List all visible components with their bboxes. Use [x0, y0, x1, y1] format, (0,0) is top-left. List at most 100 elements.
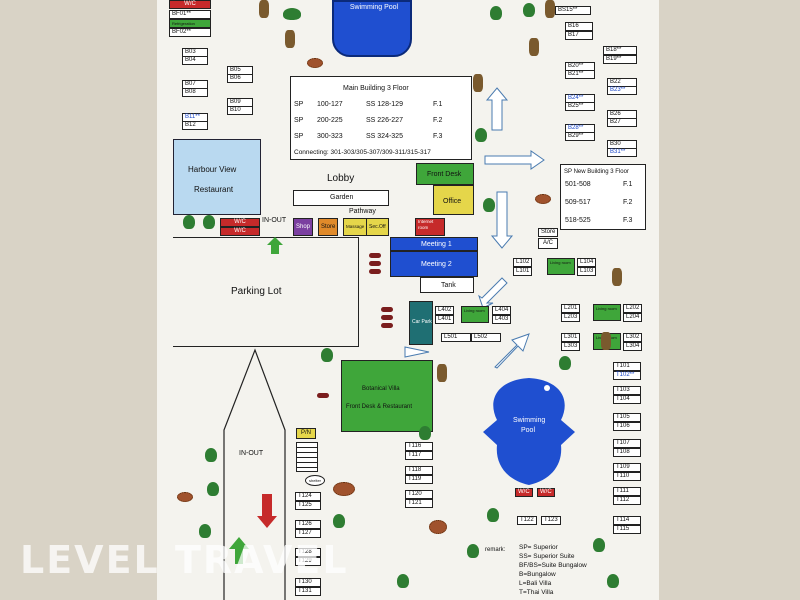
shop: Shop	[293, 218, 314, 236]
villa-T119: T119	[405, 475, 433, 484]
bf-wc: W/C	[169, 0, 211, 9]
villa-L202: L202	[623, 304, 643, 313]
living-room-2: Living room	[593, 304, 621, 321]
new-building-title: SP New Building 3 Floor	[564, 169, 629, 175]
villa-T111: T111	[613, 487, 641, 496]
villa-L104: L104	[577, 258, 597, 267]
bungalow-B08: B08	[182, 88, 208, 97]
bush-icon	[333, 482, 355, 496]
villa-L402: L402	[435, 306, 455, 315]
tree-icon	[607, 574, 619, 588]
tree-icon	[473, 74, 483, 92]
mb-row1-range: 100-127	[317, 101, 343, 108]
villa-T121: T121	[405, 499, 433, 508]
mb-row3-floor: F.3	[433, 133, 443, 140]
wc-bottom-2: W/C	[537, 488, 555, 497]
fish-pool-line1: Swimming	[513, 417, 546, 424]
villa-L404: L404	[492, 306, 512, 315]
villa-L304: L304	[623, 342, 643, 351]
villa-T110: T110	[613, 472, 641, 481]
tree-icon	[529, 38, 539, 56]
nb-row3-floor: F.3	[623, 217, 633, 224]
mb-row1-floor: F.1	[433, 101, 443, 108]
level-travel-watermark: LEVEL TRAVEL	[20, 538, 349, 582]
villa-T117: T117	[405, 451, 433, 460]
parking-lot-label: Parking Lot	[231, 286, 282, 297]
remark-line6: T=Thai Villa	[519, 589, 554, 596]
botanical-line1: Botanical Villa	[362, 386, 400, 392]
tree-icon	[199, 524, 211, 538]
nb-row1-floor: F.1	[623, 181, 633, 188]
tree-icon	[205, 448, 217, 462]
remark-line1: SP= Superior	[519, 544, 558, 551]
bungalow-B21: B21**	[565, 70, 595, 79]
remark-line2: SS= Superior Suite	[519, 553, 575, 560]
villa-T116: T116	[405, 442, 433, 451]
tree-icon	[397, 574, 409, 588]
mb-row2-sp: SP	[294, 117, 304, 124]
villa-T130: T130	[295, 578, 321, 587]
nb-row2-floor: F.2	[623, 199, 633, 206]
front-desk: Front Desk	[416, 163, 474, 185]
tree-icon	[559, 356, 571, 370]
resort-map: Swimming Pool W/C BF01** Refrigeration B…	[157, 0, 659, 600]
bf02: BF02**	[169, 28, 211, 37]
parking-lot: Parking Lot	[173, 237, 359, 347]
store-label: Store	[538, 228, 559, 237]
pn-label: P/N	[296, 428, 317, 439]
villa-T125: T125	[295, 501, 321, 510]
villa-L204: L204	[623, 313, 643, 322]
bungalow-B12: B12	[182, 121, 208, 130]
villa-L302: L302	[623, 333, 643, 342]
main-building-title: Main Building 3 Floor	[343, 85, 409, 92]
villa-T108: T108	[613, 448, 641, 457]
mb-row3-range: 300-323	[317, 133, 343, 140]
tree-icon	[283, 8, 301, 20]
bush-icon	[177, 492, 193, 502]
map-lines	[223, 87, 575, 600]
nb-row1-range: 501-508	[565, 181, 591, 188]
villa-T118: T118	[405, 466, 433, 475]
bf-refrigeration: Refrigeration	[169, 19, 211, 28]
nb-row3-range: 518-525	[565, 217, 591, 224]
bungalow-B31: B31**	[607, 148, 637, 157]
tree-icon	[490, 6, 502, 20]
villa-L103: L103	[577, 267, 597, 276]
bush-icon	[429, 520, 447, 534]
bungalow-B23: B23**	[607, 86, 637, 95]
villa-L303: L303	[561, 342, 581, 351]
car-icon	[369, 269, 381, 274]
mb-row1-sp: SP	[294, 101, 304, 108]
car-icon	[369, 253, 381, 258]
mb-row1-ss: SS 128-129	[366, 101, 403, 108]
villa-T122: T122	[517, 516, 537, 525]
villa-T131: T131	[295, 587, 321, 596]
wc-bottom-1: W/C	[515, 488, 533, 497]
bungalow-B10: B10	[227, 106, 253, 115]
bungalow-B29: B29**	[565, 132, 595, 141]
bungalow-B27: B27	[607, 118, 637, 127]
tree-icon	[207, 482, 219, 496]
car-icon	[381, 315, 393, 320]
wc-1: W/C	[220, 218, 260, 227]
tree-icon	[467, 544, 479, 558]
bungalow-B19: B19**	[603, 55, 637, 64]
tree-icon	[437, 364, 447, 382]
villa-T127: T127	[295, 529, 321, 538]
villa-T123: T123	[541, 516, 561, 525]
lobby-label: Lobby	[327, 173, 355, 184]
villa-T126: T126	[295, 520, 321, 529]
in-out-road-label: IN-OUT	[239, 450, 264, 457]
tree-icon	[203, 215, 215, 229]
meeting-1: Meeting 1	[390, 237, 478, 251]
front-desk-label: Front Desk	[427, 171, 462, 178]
villa-L102: L102	[513, 258, 533, 267]
tree-icon	[183, 215, 195, 229]
car-icon	[317, 393, 329, 398]
bf01: BF01**	[169, 10, 211, 19]
tree-icon	[333, 514, 345, 528]
car-icon	[381, 323, 393, 328]
pn-stripes	[296, 442, 318, 472]
main-building-connecting: Connecting: 301-303/305-307/309-311/315-…	[294, 149, 431, 156]
office: Office	[433, 185, 474, 215]
